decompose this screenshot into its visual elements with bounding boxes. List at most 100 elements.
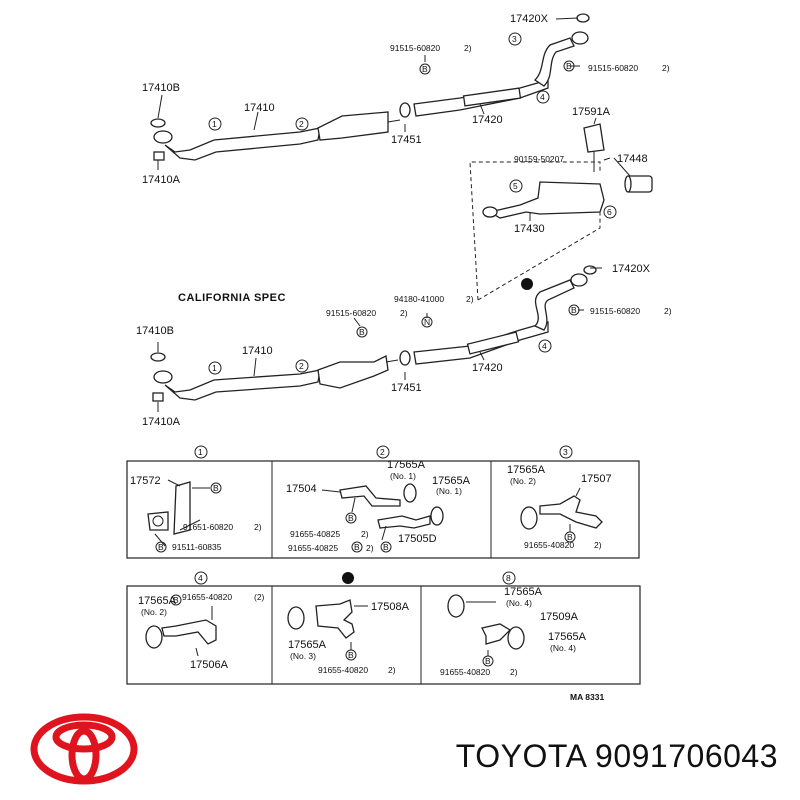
svg-text:3: 3 bbox=[512, 34, 517, 44]
detail-box-3: B bbox=[520, 487, 603, 543]
label-91655-40825-a-qty: 2) bbox=[361, 529, 369, 539]
label-91655-40820-b4-qty: (2) bbox=[254, 592, 265, 602]
callout-3-top: 3 bbox=[508, 32, 522, 46]
label-17591A: 17591A bbox=[572, 106, 611, 118]
callout-6-top: 6 bbox=[603, 205, 617, 219]
label-17565A-no1-a: 17565A bbox=[387, 459, 426, 471]
svg-text:B: B bbox=[348, 513, 354, 523]
label-17565A-no2-b4: 17565A bbox=[138, 595, 177, 607]
california-spec-title: CALIFORNIA SPEC bbox=[178, 292, 286, 304]
label-91655-40820-b4: 91655-40820 bbox=[182, 592, 232, 602]
callout-1-top: 1 bbox=[208, 117, 222, 131]
svg-text:6: 6 bbox=[607, 207, 612, 217]
part-number: 9091706043 bbox=[595, 738, 778, 774]
label-17410B-top: 17410B bbox=[142, 82, 180, 94]
label-17505D: 17505D bbox=[398, 533, 437, 545]
bolt-B-b-cal: B bbox=[568, 304, 580, 316]
label-91515-b-top: 91515-60820 bbox=[588, 63, 638, 73]
label-17430: 17430 bbox=[514, 223, 545, 235]
detail-row-2 bbox=[126, 585, 641, 685]
california-indicator-dot bbox=[521, 278, 533, 290]
label-17420-cal: 17420 bbox=[472, 362, 503, 374]
label-17565A-no1-b: 17565A bbox=[432, 475, 471, 487]
label-17451-cal: 17451 bbox=[391, 382, 422, 394]
brand-name: TOYOTA bbox=[455, 738, 586, 774]
svg-text:4: 4 bbox=[198, 573, 203, 583]
svg-text:N: N bbox=[424, 317, 430, 327]
callout-3-detail: 3 bbox=[559, 445, 573, 459]
label-91515-a-qty-top: 2) bbox=[464, 43, 472, 53]
california-indicator-dot-detail bbox=[342, 572, 354, 584]
label-91655-40820-b6: 91655-40820 bbox=[440, 667, 490, 677]
svg-text:B: B bbox=[213, 483, 219, 493]
nut-N-cal: N bbox=[421, 316, 433, 328]
label-17420-top: 17420 bbox=[472, 114, 503, 126]
label-94180-qty: 2) bbox=[466, 294, 474, 304]
label-17565A-no2-b4-sub: (No. 2) bbox=[141, 607, 167, 617]
svg-text:B: B bbox=[359, 327, 365, 337]
svg-text:4: 4 bbox=[542, 341, 547, 351]
label-17420X-top: 17420X bbox=[510, 13, 549, 25]
detail-box-1: B B bbox=[147, 479, 222, 553]
svg-text:1: 1 bbox=[212, 363, 217, 373]
svg-text:B: B bbox=[422, 64, 428, 74]
label-17410A-cal: 17410A bbox=[142, 416, 181, 428]
label-94180: 94180-41000 bbox=[394, 294, 444, 304]
label-17565A-no3-sub: (No. 3) bbox=[290, 651, 316, 661]
callout-4-cal: 4 bbox=[538, 339, 552, 353]
callout-2-cal: 2 bbox=[295, 359, 309, 373]
label-91651-qty: 2) bbox=[254, 522, 262, 532]
detail-box-5: B bbox=[287, 599, 368, 661]
california-assembly bbox=[150, 265, 602, 412]
label-17565A-no4-c: 17565A bbox=[548, 631, 587, 643]
toyota-logo bbox=[30, 713, 138, 785]
label-91515-b-qty-top: 2) bbox=[662, 63, 670, 73]
label-91655-40820-b5-qty: 2) bbox=[388, 665, 396, 675]
svg-text:2: 2 bbox=[380, 447, 385, 457]
label-17506A: 17506A bbox=[190, 659, 229, 671]
label-17507: 17507 bbox=[581, 473, 612, 485]
svg-text:B: B bbox=[348, 650, 354, 660]
label-91655-40825-b-qty: 2) bbox=[366, 543, 374, 553]
svg-text:8: 8 bbox=[506, 573, 511, 583]
svg-text:B: B bbox=[567, 532, 573, 542]
callout-2-top: 2 bbox=[295, 117, 309, 131]
label-91655-40825-a: 91655-40825 bbox=[290, 529, 340, 539]
label-17565A-no4-a-sub: (No. 4) bbox=[506, 598, 532, 608]
bolt-B-a-cal: B bbox=[356, 326, 368, 338]
label-17410A-top: 17410A bbox=[142, 174, 181, 186]
label-17565A-no1-b-sub: (No. 1) bbox=[436, 486, 462, 496]
label-91511: 91511-60835 bbox=[172, 542, 222, 552]
svg-text:1: 1 bbox=[198, 447, 203, 457]
detail-box-2: B B B bbox=[321, 483, 444, 553]
detail-box-4 bbox=[145, 606, 217, 657]
svg-text:4: 4 bbox=[540, 92, 545, 102]
label-17565A-no1-a-sub: (No. 1) bbox=[390, 471, 416, 481]
callout-1-cal: 1 bbox=[208, 361, 222, 375]
callout-5-top: 5 bbox=[509, 179, 523, 193]
brand-part-label: TOYOTA 9091706043 bbox=[456, 738, 778, 775]
svg-text:B: B bbox=[173, 595, 179, 605]
detail-row-1 bbox=[126, 460, 640, 559]
svg-text:3: 3 bbox=[563, 447, 568, 457]
label-17451-top: 17451 bbox=[391, 134, 422, 146]
callout-8-detail: 8 bbox=[502, 571, 516, 585]
label-17448: 17448 bbox=[617, 153, 648, 165]
svg-text:B: B bbox=[158, 542, 164, 552]
label-17565A-no3: 17565A bbox=[288, 639, 327, 651]
label-91515-b-cal: 91515-60820 bbox=[590, 306, 640, 316]
label-17504: 17504 bbox=[286, 483, 317, 495]
label-91515-a-qty-cal: 2) bbox=[400, 308, 408, 318]
label-17410B-cal: 17410B bbox=[136, 325, 174, 337]
label-17565A-no4-c-sub: (No. 4) bbox=[550, 643, 576, 653]
label-17572: 17572 bbox=[130, 475, 161, 487]
label-17565A-no2-a: 17565A bbox=[507, 464, 546, 476]
label-17565A-no4-a: 17565A bbox=[504, 586, 543, 598]
callout-4-top: 4 bbox=[536, 90, 550, 104]
label-91655-40820-b3-qty: 2) bbox=[594, 540, 602, 550]
svg-text:5: 5 bbox=[513, 181, 518, 191]
svg-text:1: 1 bbox=[212, 119, 217, 129]
bolt-B-a-top: B bbox=[419, 63, 431, 75]
callout-1-detail: 1 bbox=[194, 445, 208, 459]
diagram-code: MA 8331 bbox=[570, 692, 604, 700]
